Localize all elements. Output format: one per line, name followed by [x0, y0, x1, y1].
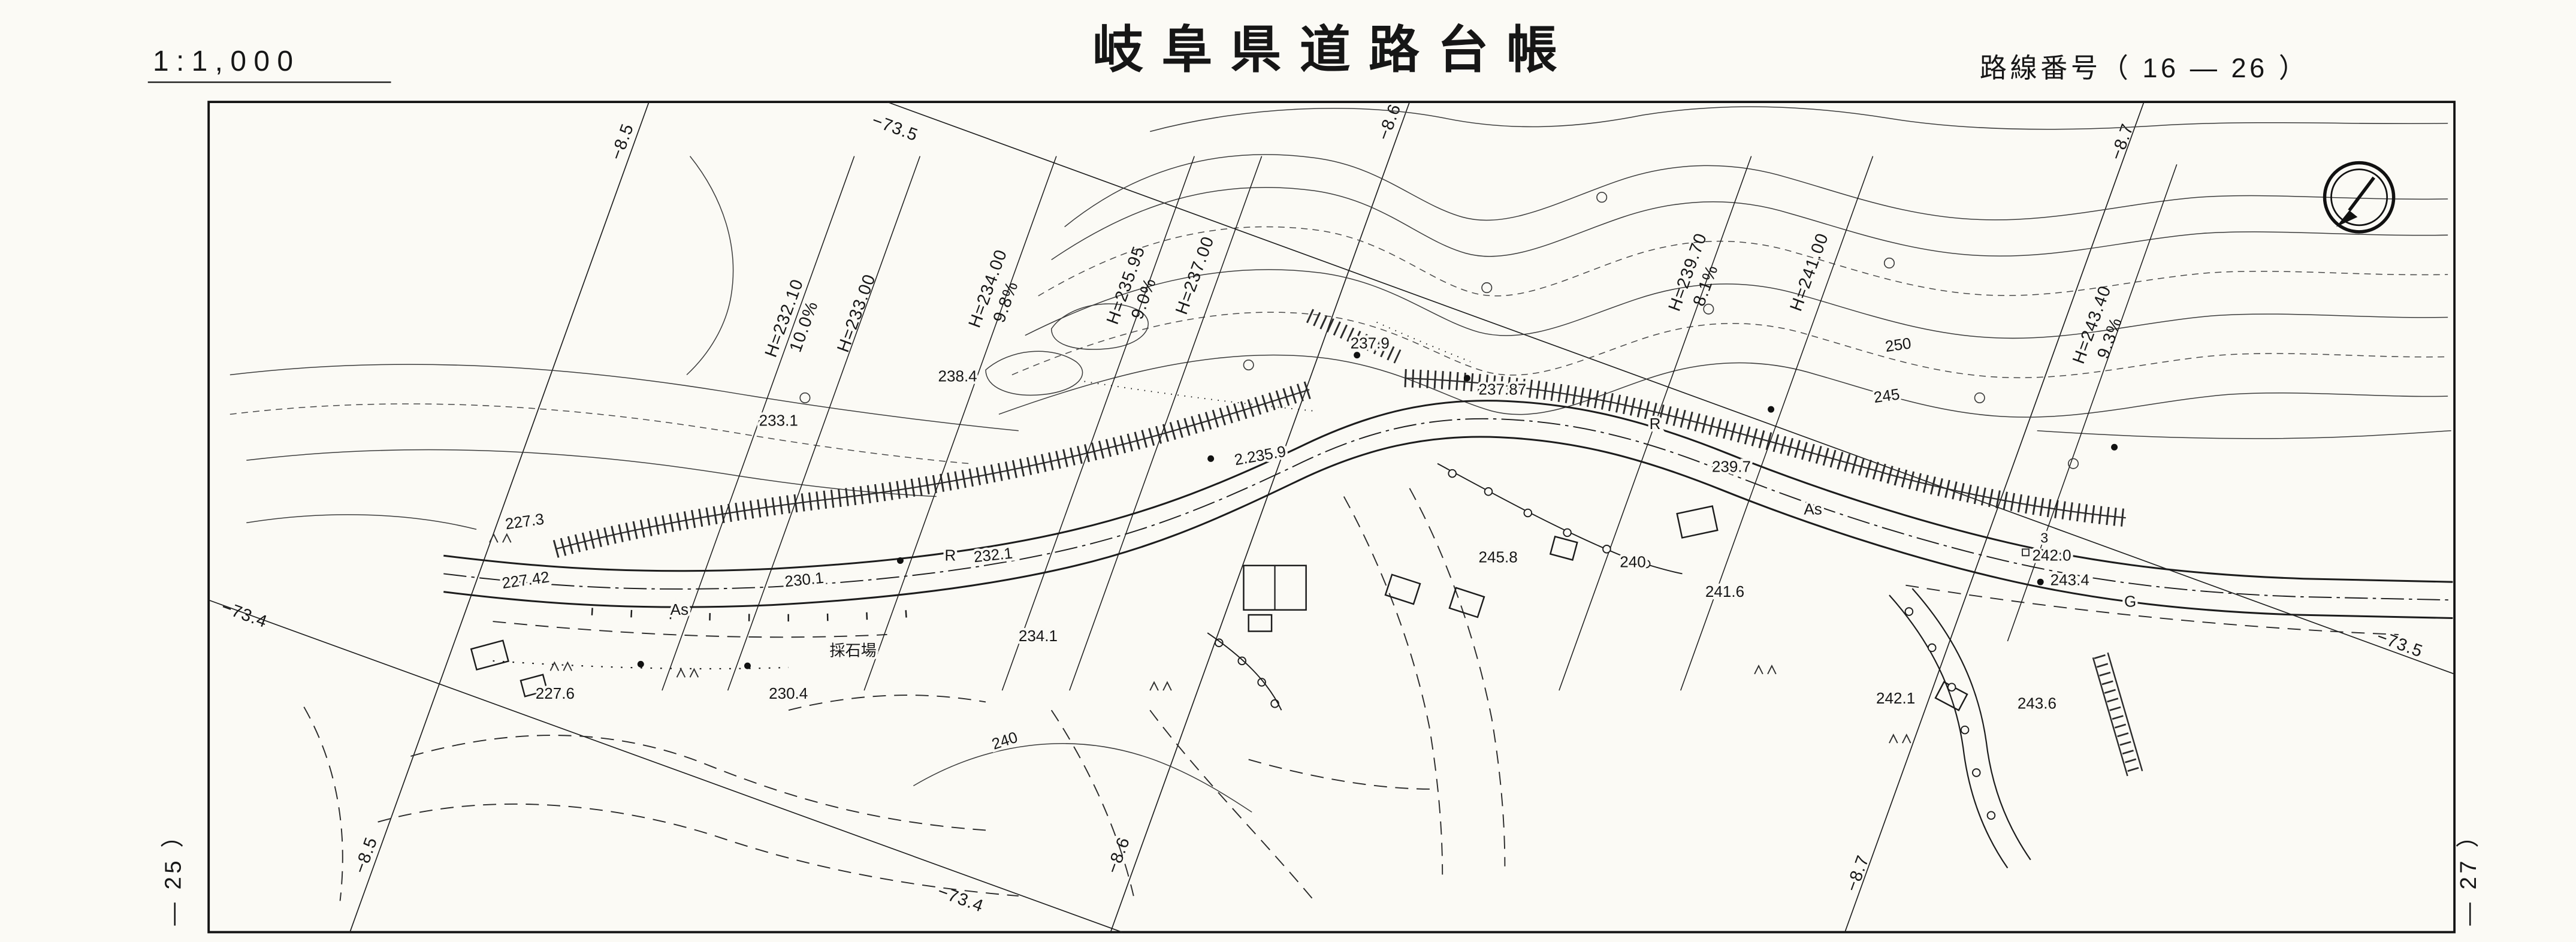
spot-elevation: 240: [1620, 552, 1645, 570]
buildings: [470, 505, 1968, 711]
route-number: 路線番号（ 16 ― 26 ）: [1980, 53, 2309, 83]
spot-elevation: 230.4: [769, 684, 808, 702]
road-code-g: G: [2124, 592, 2136, 610]
spot-elevation: 237.87: [1479, 380, 1527, 398]
surface-label-as: As: [671, 600, 688, 618]
spot-elevation: 227.6: [536, 684, 575, 702]
retaining-wall-hatch: [552, 309, 2143, 777]
contour-label: 250: [1884, 334, 1912, 355]
spot-elevation: 238.4: [938, 367, 977, 385]
quarry-label: 採石場: [830, 642, 877, 660]
spot-elevation: 3: [2040, 530, 2048, 545]
building-large: [1243, 564, 1307, 632]
spot-elevation: 242.1: [1876, 689, 1915, 707]
spot-elevation: 234.1: [1019, 627, 1058, 645]
spot-elevation: 243.6: [2018, 694, 2056, 712]
spot-elevation: 239.7: [1712, 457, 1751, 475]
north-arrow-icon: [2323, 161, 2396, 234]
road-code-r: R: [1650, 415, 1661, 433]
spot-elevation: 242.0: [2032, 547, 2071, 564]
adjacent-sheet-right: ― 27 ）: [2456, 822, 2481, 926]
spot-elevation: 237.9: [1351, 334, 1390, 352]
station-lines: [662, 156, 2178, 691]
map-frame: [207, 101, 2456, 934]
road-code-labels: As As R R G: [668, 412, 2139, 621]
road: [443, 400, 2453, 869]
road-upper-edge: [443, 400, 2453, 583]
road-lower-edge: [443, 436, 2453, 620]
adjacent-sheet-left: ― 25 ）: [161, 822, 186, 926]
spot-elevation: 233.1: [759, 412, 798, 430]
fence-lines: [1207, 463, 1996, 820]
contour-lines-left: [229, 156, 1149, 530]
quarry-paths: [303, 488, 1506, 902]
grass-marks: [489, 321, 2030, 744]
grid-label-group: −8.5 −8.5 −8.6 −8.6 −8.7 −8.7 −73.5 −73.…: [219, 101, 2426, 916]
survey-dots: [637, 352, 2118, 669]
contour-label: 245: [1873, 385, 1901, 406]
contour-value-labels: 250 245 240: [987, 331, 1914, 756]
road-centerline: [443, 418, 2453, 601]
spot-elevation: 241.6: [1705, 582, 1744, 600]
map-scale: 1:1,000: [153, 46, 300, 77]
vegetation-circles: [799, 192, 2079, 469]
header: 1:1,000 岐阜県道路台帳 路線番号（ 16 ― 26 ）: [147, 22, 2309, 83]
spot-elevation: 245.8: [1479, 548, 1518, 566]
road-code-r: R: [944, 547, 956, 564]
surface-label-as: As: [1804, 500, 1822, 518]
contour-lines-upper: [998, 106, 2451, 439]
sheet-title: 岐阜県道路台帳: [1092, 22, 1575, 78]
spot-elevation: 243.4: [2050, 571, 2089, 589]
spot-elevation-labels: 238.4 233.1 227.3 227.42 227.6 230.1 230…: [499, 331, 2092, 714]
